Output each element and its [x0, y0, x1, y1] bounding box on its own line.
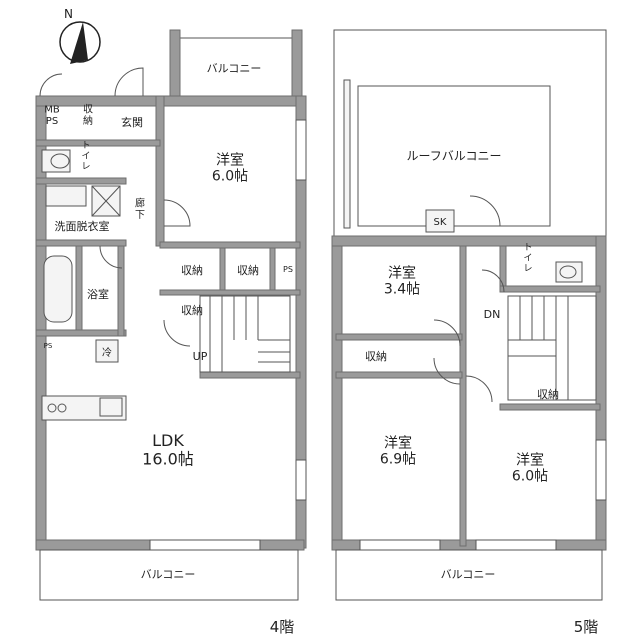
wall-top	[35, 95, 305, 107]
wall	[291, 29, 303, 103]
window	[295, 459, 307, 501]
fridge-label: 冷	[102, 346, 112, 359]
balcony-5f-label: バルコニー	[441, 568, 496, 581]
toilet-4f-label: トイレ	[81, 141, 90, 172]
wall	[219, 247, 226, 291]
floor-4-label: 4階	[270, 618, 295, 636]
wall	[155, 95, 165, 247]
balcony-top-label: バルコニー	[207, 62, 262, 75]
roof-balcony-label: ルーフバルコニー	[406, 149, 501, 163]
wall	[459, 245, 467, 547]
wall	[499, 403, 601, 411]
toilet-5f-label: トイレ	[523, 243, 532, 274]
roof-balcony-outline	[333, 29, 607, 239]
ps-label: PS	[283, 265, 293, 274]
ps-small-label: PS	[44, 342, 53, 350]
window	[359, 539, 441, 551]
wall	[269, 247, 276, 291]
storage-entry-label: 収納	[83, 104, 93, 128]
stove-burner-icon	[57, 403, 67, 413]
wall	[159, 241, 301, 249]
storage-c-label: 収納	[181, 304, 203, 317]
railing	[343, 79, 351, 229]
door-swing-icon	[163, 319, 191, 347]
up-label: UP	[193, 350, 208, 363]
fridge-space	[95, 339, 119, 363]
door-swing-icon	[433, 319, 461, 347]
entrance-label: 玄関	[121, 115, 143, 129]
bathtub-icon	[43, 255, 73, 323]
door-swing-icon	[163, 199, 191, 227]
dn-label: DN	[484, 308, 501, 321]
wall	[335, 333, 463, 341]
compass-north-label: N	[64, 7, 73, 21]
stairs-5f-icon	[507, 295, 597, 401]
wall	[117, 245, 125, 337]
storage-b-label: 収納	[237, 264, 259, 277]
wall	[75, 245, 83, 333]
stairs-4f-icon	[199, 295, 291, 373]
storage-5f-b-label: 収納	[537, 388, 559, 401]
hall-label: 廊下	[135, 197, 145, 222]
balcony-outline	[335, 549, 603, 601]
door-swing-icon	[39, 73, 63, 97]
wall	[35, 177, 127, 185]
front-door-icon	[114, 67, 144, 97]
window	[295, 119, 307, 181]
bath-label: 浴室	[87, 287, 109, 301]
compass-needle-icon	[70, 22, 88, 64]
wall	[35, 239, 127, 247]
compass-ring-icon	[59, 21, 101, 63]
door-swing-icon	[433, 357, 461, 385]
window	[475, 539, 557, 551]
floor-5-label: 5階	[574, 618, 599, 636]
washbasin-icon	[45, 185, 87, 207]
washroom-label: 洗面脱衣室	[55, 219, 110, 233]
wall	[499, 285, 601, 293]
toilet-bowl-icon	[559, 265, 577, 279]
stove-burner-icon	[47, 403, 57, 413]
wall	[159, 289, 301, 296]
wall	[169, 29, 181, 103]
window	[595, 439, 607, 501]
toilet-fixture-icon	[41, 149, 71, 173]
wall	[35, 329, 127, 337]
wall-right	[595, 235, 607, 549]
sink-icon	[99, 397, 123, 417]
window	[149, 539, 261, 551]
door-swing-icon	[465, 375, 493, 403]
balcony-bottom-label: バルコニー	[141, 568, 196, 581]
door-swing-icon	[469, 195, 501, 227]
toilet-bowl-icon	[50, 153, 70, 169]
door-swing-icon	[481, 269, 505, 293]
storage-a-label: 収納	[181, 264, 203, 277]
toilet-fixture-icon	[555, 261, 583, 283]
wall	[199, 371, 301, 379]
compass: N	[59, 7, 101, 64]
wall-left	[331, 235, 343, 549]
wall-top	[331, 235, 603, 247]
storage-5f-a-label: 収納	[365, 350, 387, 363]
wall	[335, 371, 463, 379]
door-swing-icon	[99, 245, 123, 269]
wall	[35, 139, 161, 147]
sk-label: SK	[434, 217, 447, 228]
balcony-bottom-outline	[39, 549, 299, 601]
